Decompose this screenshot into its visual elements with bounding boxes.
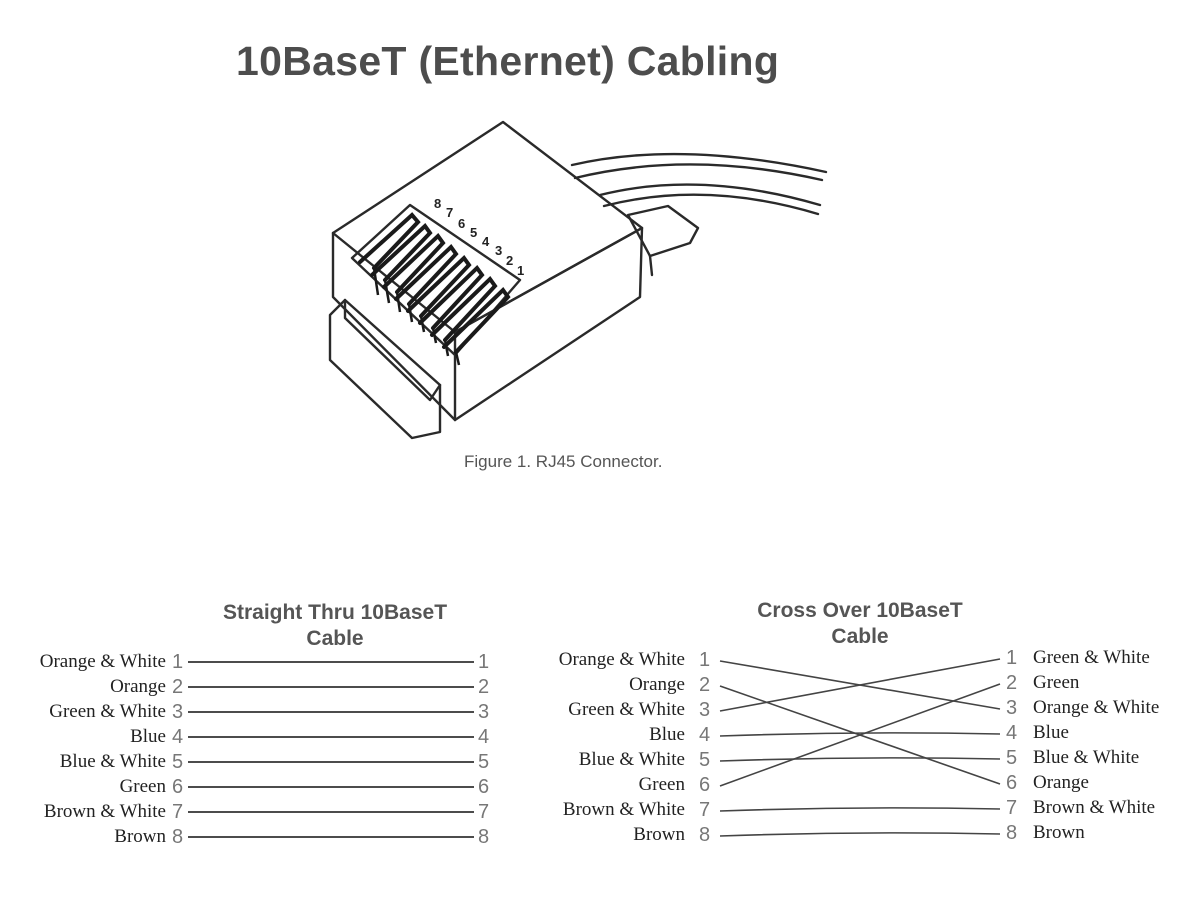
cross-over-left-pin: 2 <box>699 674 711 696</box>
connector-pin-label: 5 <box>470 225 477 240</box>
cross-over-left-pin: 3 <box>699 699 711 721</box>
cross-over-left-label: Orange & White <box>558 649 685 670</box>
cross-over-right-pin: 5 <box>1006 747 1018 769</box>
connector-pin-label: 6 <box>458 216 465 231</box>
straight-thru-left-label: Green & White <box>49 701 166 722</box>
cross-over-right-label: Blue <box>1033 722 1069 743</box>
cross-over-left-label: Orange <box>629 674 685 695</box>
cross-over-left-label: Green <box>638 774 685 795</box>
cross-over-left-label: Blue & White <box>578 749 685 770</box>
cross-over-left-label: Brown <box>633 824 685 845</box>
cross-over-right-pin: 4 <box>1006 722 1018 744</box>
straight-thru-left-pin: 4 <box>172 726 184 748</box>
cross-over-left-pin: 4 <box>699 724 711 746</box>
straight-thru-left-label: Brown <box>114 826 166 847</box>
connector-pin-label: 8 <box>434 196 441 211</box>
straight-thru-title: Straight Thru 10BaseT Cable <box>180 600 490 652</box>
cross-over-wire <box>719 757 1001 762</box>
cross-over-wire <box>719 732 1001 737</box>
straight-thru-right-pin: 7 <box>478 801 490 823</box>
straight-thru-right-pin: 3 <box>478 701 490 723</box>
cross-over-title-line1: Cross Over 10BaseT <box>757 599 963 622</box>
straight-thru-right-pin: 5 <box>478 751 490 773</box>
cross-over-left-pin: 7 <box>699 799 711 821</box>
straight-thru-left-pin: 2 <box>172 676 184 698</box>
connector-pin-label: 3 <box>495 243 502 258</box>
straight-thru-wires <box>188 661 474 838</box>
cross-over-title-line2: Cable <box>831 625 889 648</box>
straight-thru-title-line1: Straight Thru 10BaseT <box>222 601 448 624</box>
straight-thru-right-pin: 2 <box>478 676 490 698</box>
cross-over-left-label: Brown & White <box>562 799 685 820</box>
cross-over-title: Cross Over 10BaseT Cable <box>705 598 1015 650</box>
cross-over-right-label: Green <box>1033 672 1080 693</box>
straight-thru-title-line2: Cable <box>306 627 364 650</box>
cross-over-right-pin: 1 <box>1006 647 1018 669</box>
cross-over-right-label: Orange & White <box>1033 697 1160 718</box>
straight-thru-left-label: Orange & White <box>39 651 166 672</box>
straight-thru-right-pin: 4 <box>478 726 490 748</box>
cross-over-right-pin: 7 <box>1006 797 1018 819</box>
connector-pin-label: 4 <box>482 234 490 249</box>
cross-over-left-pin: 1 <box>699 649 711 671</box>
straight-thru-left-pin: 7 <box>172 801 184 823</box>
straight-thru-left-label: Blue & White <box>59 751 166 772</box>
connector-pin-label: 2 <box>506 253 513 268</box>
cross-over-wire <box>719 832 1001 837</box>
cross-over-right-label: Brown & White <box>1033 797 1156 818</box>
straight-thru-left-label: Brown & White <box>43 801 166 822</box>
cross-over-right-label: Green & White <box>1033 647 1150 668</box>
connector-pin-label: 7 <box>446 205 453 220</box>
cross-over-right-pin: 6 <box>1006 772 1018 794</box>
cross-over-right-pin: 8 <box>1006 822 1018 844</box>
straight-thru-left-pin: 3 <box>172 701 184 723</box>
straight-thru-left-pin: 8 <box>172 826 184 848</box>
straight-thru-right-pin: 8 <box>478 826 490 848</box>
cross-over-left-pin: 6 <box>699 774 711 796</box>
connector-pin-label: 1 <box>517 263 524 278</box>
cross-over-wires <box>719 658 1001 837</box>
cross-over-left-pin: 8 <box>699 824 711 846</box>
cross-over-wire <box>719 807 1001 812</box>
figure-caption: Figure 1. RJ45 Connector. <box>464 452 663 471</box>
straight-thru-left-pin: 5 <box>172 751 184 773</box>
page-title: 10BaseT (Ethernet) Cabling <box>236 38 780 84</box>
cross-over-left-label: Blue <box>649 724 685 745</box>
cross-over-right-label: Orange <box>1033 772 1089 793</box>
straight-thru-left-label: Orange <box>110 676 166 697</box>
straight-thru-right-pin: 1 <box>478 651 490 673</box>
straight-thru-left-label: Green <box>119 776 166 797</box>
cross-over-left-label: Green & White <box>568 699 685 720</box>
straight-thru-left-pin: 6 <box>172 776 184 798</box>
cross-over-right-pin: 3 <box>1006 697 1018 719</box>
cross-over-right-label: Blue & White <box>1033 747 1140 768</box>
straight-thru-left-pin: 1 <box>172 651 184 673</box>
cross-over-wire <box>719 658 1001 712</box>
cross-over-right-pin: 2 <box>1006 672 1018 694</box>
cross-over-left-pin: 5 <box>699 749 711 771</box>
straight-thru-left-label: Blue <box>130 726 166 747</box>
straight-thru-right-pin: 6 <box>478 776 490 798</box>
cross-over-right-label: Brown <box>1033 822 1085 843</box>
cross-over-wire <box>719 683 1001 787</box>
